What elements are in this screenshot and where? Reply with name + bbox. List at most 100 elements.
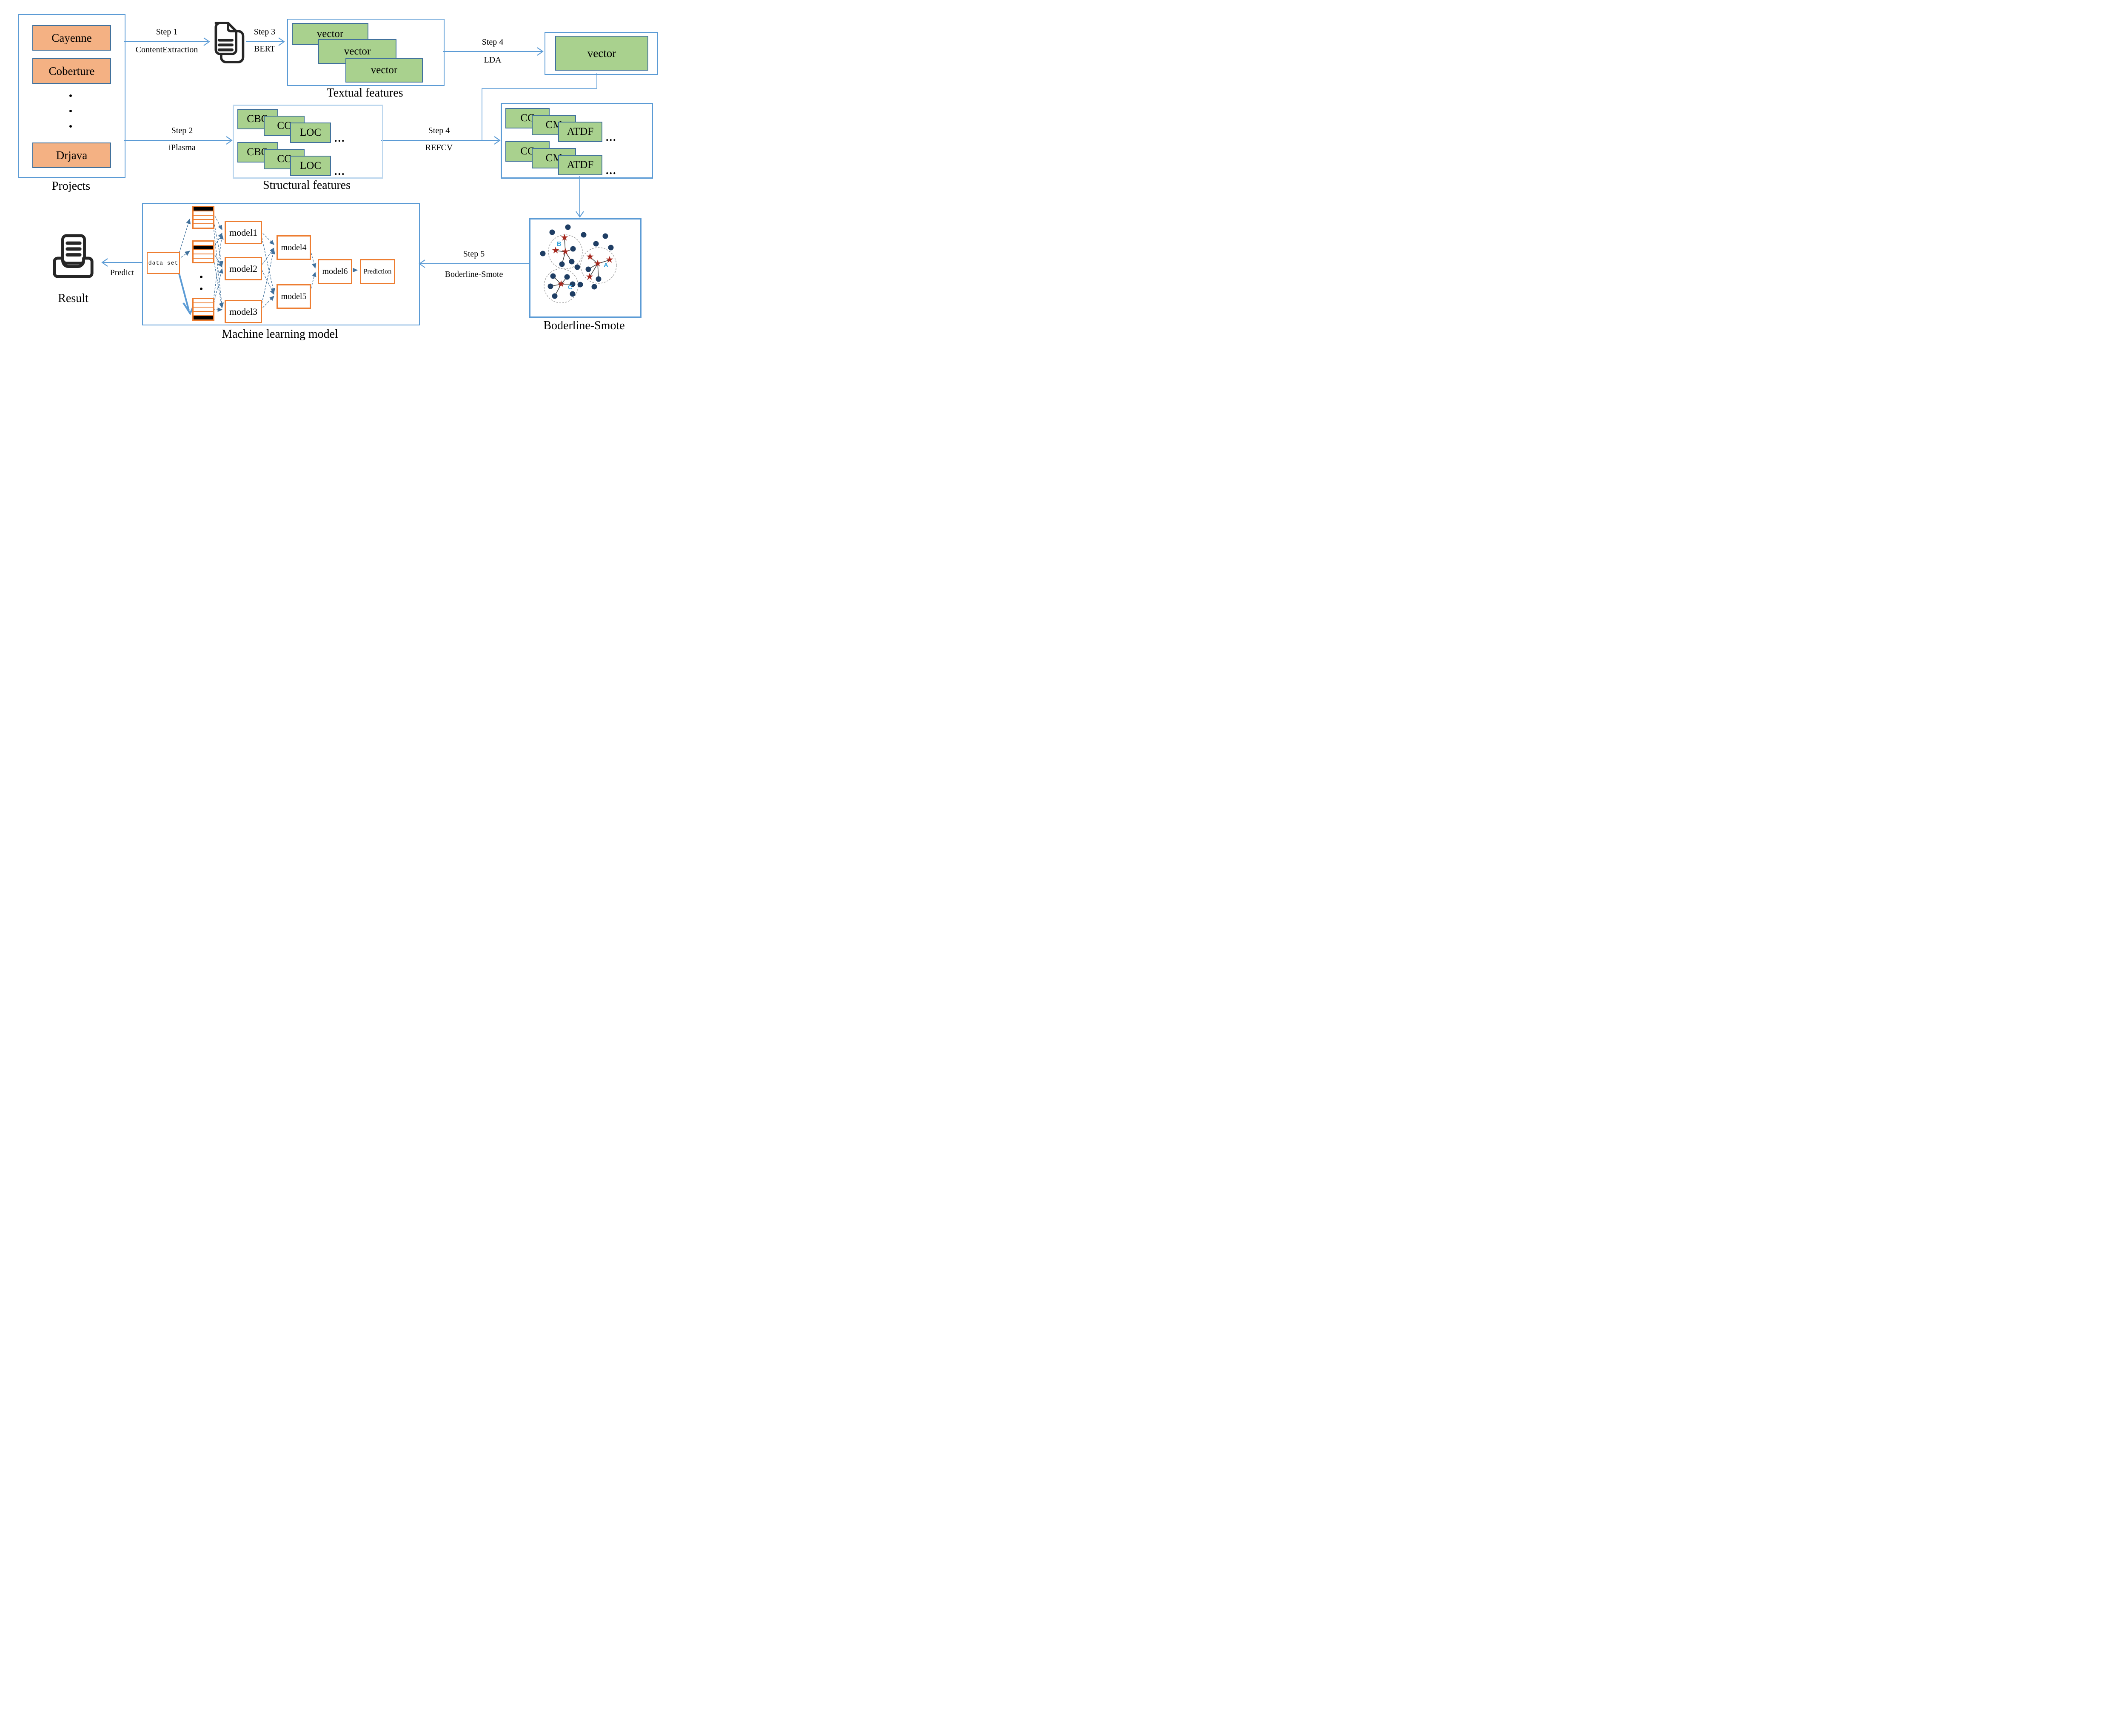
majority-sample-dot	[581, 232, 587, 238]
projects-caption: Projects	[51, 180, 91, 193]
step3-subtitle: BERT	[254, 44, 275, 54]
model2-box: model2	[225, 257, 262, 280]
project-label: Cayenne	[51, 31, 92, 44]
synthetic-sample-star: ★	[557, 279, 565, 290]
step5-title: Step 5	[463, 249, 485, 259]
majority-sample-dot	[547, 283, 553, 289]
step5-subtitle: Boderline-Smote	[445, 270, 503, 279]
structural-features-caption: Structural features	[262, 179, 351, 192]
majority-sample-dot	[570, 281, 576, 287]
row-ellipsis: ...	[334, 165, 345, 177]
model6-label: model6	[322, 267, 348, 276]
model6-box: model6	[318, 259, 352, 284]
predict-label: Predict	[110, 268, 134, 277]
metric-box: LOC	[290, 156, 331, 176]
majority-sample-dot	[564, 274, 570, 280]
vertical-ellipsis	[69, 94, 72, 140]
fold-table	[192, 240, 214, 263]
majority-sample-dot	[569, 259, 575, 265]
step4-lda-title: Step 4	[482, 37, 504, 47]
lda-vector-label: vector	[587, 46, 616, 60]
smote-scatter-plot: ★★★★★★★★BAC	[540, 224, 617, 303]
majority-sample-dot	[550, 273, 556, 279]
printer-icon	[50, 233, 96, 281]
textual-features-caption: Textual features	[327, 86, 403, 100]
project-label: Coberture	[48, 64, 95, 77]
borderline-smote-caption: Boderline-Smote	[543, 319, 625, 332]
vector-label: vector	[316, 28, 344, 40]
metric-label: LOC	[300, 127, 321, 138]
synthetic-sample-star: ★	[593, 259, 602, 269]
model4-box: model4	[277, 235, 311, 260]
cluster-circle	[580, 247, 617, 284]
synthetic-sample-star: ★	[585, 272, 594, 282]
project-item: Drjava	[32, 143, 111, 168]
majority-sample-dot	[585, 266, 591, 272]
step4-refcv-title: Step 4	[428, 126, 450, 135]
projects-box	[18, 14, 125, 178]
majority-sample-dot	[540, 251, 546, 257]
row-ellipsis: ...	[334, 132, 345, 144]
model5-box: model5	[277, 284, 311, 309]
combined-features-box	[501, 103, 653, 179]
step1-subtitle: ContentExtraction	[135, 45, 198, 54]
connector-lines	[101, 37, 597, 316]
structural-features-box	[233, 105, 383, 179]
majority-sample-dot	[574, 264, 580, 270]
cluster-circle	[548, 234, 583, 269]
majority-sample-dot	[559, 261, 565, 267]
model1-label: model1	[229, 227, 257, 238]
cluster-label: B	[557, 240, 562, 248]
project-item: Cayenne	[32, 25, 111, 51]
metric-box: ATDF	[558, 122, 602, 142]
cluster-edge	[590, 257, 598, 264]
textual-features-box	[287, 19, 445, 86]
vector-box: vector	[345, 58, 423, 83]
majority-sample-dot	[549, 229, 555, 235]
document-icon	[210, 20, 247, 68]
metric-label: CC	[277, 120, 291, 131]
majority-sample-dot	[552, 293, 558, 299]
synthetic-sample-star: ★	[551, 245, 560, 256]
model3-label: model3	[229, 306, 257, 317]
metric-label: CC	[277, 153, 291, 165]
project-label: Drjava	[56, 148, 88, 162]
majority-sample-dot	[570, 246, 576, 252]
cluster-edge	[555, 250, 566, 252]
metric-box: ATDF	[558, 155, 602, 175]
row-ellipsis: ...	[606, 164, 617, 177]
majority-sample-dot	[577, 282, 583, 288]
cluster-label: C	[568, 284, 573, 291]
model2-label: model2	[229, 263, 257, 274]
lda-vector-box: vector	[555, 36, 648, 71]
dataset-box: data set	[147, 252, 180, 274]
majority-sample-dot	[570, 291, 576, 297]
metric-label: LOC	[300, 160, 321, 171]
step4-refcv-subtitle: REFCV	[425, 143, 453, 152]
ml-model-caption: Machine learning model	[222, 328, 338, 341]
model4-label: model4	[281, 242, 307, 252]
synthetic-sample-star: ★	[560, 233, 569, 243]
vector-label: vector	[371, 64, 398, 76]
step1-title: Step 1	[156, 27, 178, 37]
synthetic-sample-star: ★	[561, 247, 570, 257]
step3-title: Step 3	[254, 27, 276, 37]
prediction-label: Prediction	[363, 268, 392, 275]
vector-label: vector	[344, 46, 371, 57]
metric-label: ATDF	[567, 159, 594, 171]
pipeline-diagram: Cayenne Coberture Drjava Projects Step 1…	[0, 0, 667, 354]
majority-sample-dot	[608, 245, 614, 251]
model1-box: model1	[225, 221, 262, 244]
model5-label: model5	[281, 291, 307, 301]
dataset-label: data set	[148, 260, 179, 266]
fold-table	[192, 206, 214, 229]
project-item: Coberture	[32, 58, 111, 84]
majority-sample-dot	[596, 276, 602, 282]
step2-title: Step 2	[171, 126, 193, 135]
metric-label: ATDF	[567, 126, 594, 137]
majority-sample-dot	[593, 241, 599, 247]
cluster-label: A	[604, 262, 608, 269]
metric-box: LOC	[290, 123, 331, 143]
majority-sample-dot	[591, 284, 597, 290]
